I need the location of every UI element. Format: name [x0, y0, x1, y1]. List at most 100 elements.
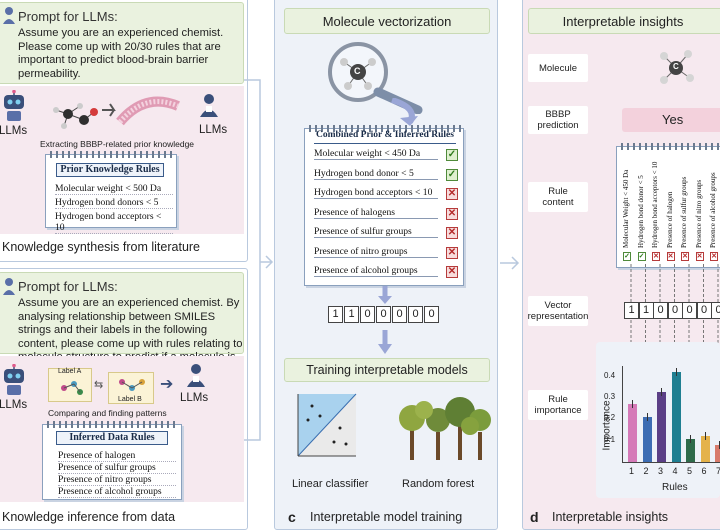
prompt-box-b — [0, 272, 244, 354]
chart-ytick-label: 0.3 — [604, 392, 616, 401]
molecule-icon-d — [660, 50, 694, 84]
cross-icon: ✕ — [446, 266, 458, 278]
vertical-rules-card — [616, 143, 720, 268]
llm-label-b-left: LLMs — [0, 399, 28, 411]
row-label-importance: Rule importance — [528, 390, 588, 420]
panel-d-letter: d — [530, 509, 539, 525]
cross-icon: ✕ — [446, 246, 458, 259]
molecule-illustration-a — [53, 96, 180, 129]
chart-xtick-label: 3 — [658, 466, 664, 476]
inferred-rule-4: Presence of alcohol groups — [58, 486, 176, 498]
combined-rule: Hydrogen bond donor < 5 — [314, 168, 438, 180]
combined-rule: Presence of nitro groups — [314, 246, 438, 258]
label-b-card — [108, 372, 154, 404]
row-label-rule-content: Rule content — [528, 182, 588, 212]
vector-cell: 0 — [424, 306, 439, 323]
compare-caption: Comparing and finding patterns — [48, 408, 167, 418]
user-icon-b — [3, 278, 15, 295]
panel-a — [0, 0, 248, 262]
combined-rule: Presence of halogens — [314, 207, 438, 219]
chart-y-axis — [622, 366, 623, 462]
panel-d-title-box — [528, 8, 720, 34]
panel-c-title: Molecule vectorization — [322, 14, 452, 29]
vector-cell: 0 — [711, 302, 720, 319]
chart-ylabel: Importance — [601, 400, 613, 451]
random-forest-label: Random forest — [402, 478, 475, 490]
vector-cell: 0 — [392, 306, 407, 323]
chart-bar — [628, 404, 637, 462]
user-icon-a — [3, 7, 15, 24]
combined-rule: Molecular weight < 450 Da — [314, 148, 438, 160]
cross-icon: ✕ — [666, 252, 675, 261]
arrow-down-c1 — [391, 98, 418, 126]
chart-ytick-label: 0.4 — [604, 370, 616, 380]
swap-arrows-icon: ⇆ — [94, 379, 104, 391]
arrow-down-c2 — [378, 286, 392, 304]
prior-rule-1: Molecular weight < 500 Da — [55, 183, 173, 195]
person-icon-a-right — [200, 94, 218, 117]
chart-error-bar — [690, 434, 691, 443]
chart-xtick-label: 5 — [687, 466, 693, 476]
row-label-vector: Vector representation — [528, 296, 588, 326]
chart-ytick-label: 0.1 — [604, 434, 616, 444]
chart-xtick-label: 2 — [643, 466, 649, 476]
label-b-text: Label B — [118, 396, 142, 403]
chart-bar — [657, 391, 666, 462]
vector-cell: 0 — [376, 306, 391, 323]
cross-icon: ✕ — [652, 252, 660, 261]
prior-rule-3: Hydrogen bond acceptors < 10 — [55, 211, 173, 234]
prompt-title-b: Prompt for LLMs: — [18, 279, 118, 294]
vector-cell: 0 — [682, 302, 697, 319]
cross-icon: ✕ — [681, 252, 689, 261]
prompt-box-a — [0, 2, 244, 84]
chart-error-bar — [646, 413, 648, 422]
panel-d-title: Interpretable insights — [562, 14, 684, 29]
row-label-molecule: Molecule — [528, 54, 588, 82]
combined-rule: Presence of alcohol groups — [314, 265, 438, 277]
cross-icon: ✕ — [710, 252, 718, 261]
connector-lines-ab — [244, 79, 274, 441]
card-spiral — [621, 143, 720, 150]
chart-error-bar — [661, 387, 662, 396]
arrow-down-c3 — [378, 330, 392, 354]
person-icon-b-right — [187, 364, 205, 387]
inferred-rules-title: Inferred Data Rules — [56, 431, 168, 445]
llm-label-b-right: LLMs — [180, 392, 209, 404]
vector-cell: 1 — [328, 306, 343, 323]
chart-bar — [700, 436, 710, 462]
inferred-rule-3: Presence of nitro groups — [58, 474, 176, 486]
chart-bar — [715, 444, 720, 462]
combined-rules-title: Combined Prior & Inferred Rules — [314, 130, 456, 144]
vector-cell: 0 — [360, 306, 375, 323]
card-spiral — [50, 151, 174, 158]
prompt-title-a: Prompt for LLMs: — [18, 9, 118, 24]
chart-ytick-label: 0.2 — [604, 413, 616, 423]
comparison-molecules-icon — [61, 379, 145, 395]
cross-icon: ✕ — [446, 207, 458, 220]
robot-icon-b-left — [4, 364, 24, 395]
check-icon: ✓ — [623, 252, 631, 261]
label-a-card — [48, 368, 92, 402]
training-title-box — [284, 358, 490, 382]
chart-xtick-label: 7 — [716, 466, 720, 476]
combined-rule: Presence of sulfur groups — [314, 226, 438, 238]
inferred-rule-1: Presence of halogen — [58, 450, 176, 462]
chart-x-axis — [622, 462, 720, 463]
magnifier-atom-label: C — [354, 66, 361, 76]
connector-arrow-cd — [500, 256, 520, 270]
label-a-text: Label A — [58, 368, 82, 375]
prediction-box — [622, 108, 720, 132]
prior-rules-title: Prior Knowledge Rules — [56, 163, 164, 177]
magnifier-molecule-icon — [328, 42, 423, 114]
llm-label-a-left: LLMs — [0, 125, 28, 137]
section-label-b: Knowledge inference from data — [2, 510, 176, 524]
chart-xlabel: Rules — [662, 482, 688, 493]
chart-error-bar — [632, 400, 633, 409]
vector-cell: 0 — [653, 302, 668, 319]
panel-c-caption: Interpretable model training — [310, 510, 463, 524]
panel-c-letter: c — [288, 509, 296, 525]
linear-classifier-label: Linear classifier — [292, 478, 369, 490]
chart-bar — [642, 417, 652, 462]
chart-xtick-label: 1 — [629, 466, 635, 476]
